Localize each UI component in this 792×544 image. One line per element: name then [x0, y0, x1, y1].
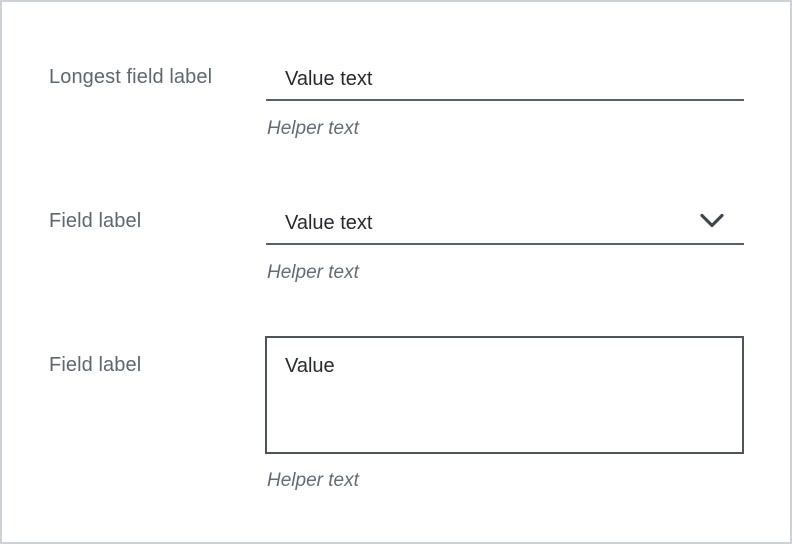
- field-label-select: Field label: [49, 210, 142, 232]
- textarea-input[interactable]: Value: [265, 336, 744, 454]
- helper-text: Helper text: [267, 118, 359, 139]
- select-value: Value text: [285, 212, 373, 234]
- helper-text: Helper text: [267, 470, 359, 491]
- text-input[interactable]: [266, 60, 744, 99]
- chevron-down-icon: [700, 213, 724, 228]
- text-input-wrap: [266, 60, 744, 101]
- field-label-text-input: Longest field label: [49, 66, 213, 88]
- select-input[interactable]: Value text: [266, 204, 744, 245]
- helper-text: Helper text: [267, 262, 359, 283]
- field-label-textarea: Field label: [49, 354, 142, 376]
